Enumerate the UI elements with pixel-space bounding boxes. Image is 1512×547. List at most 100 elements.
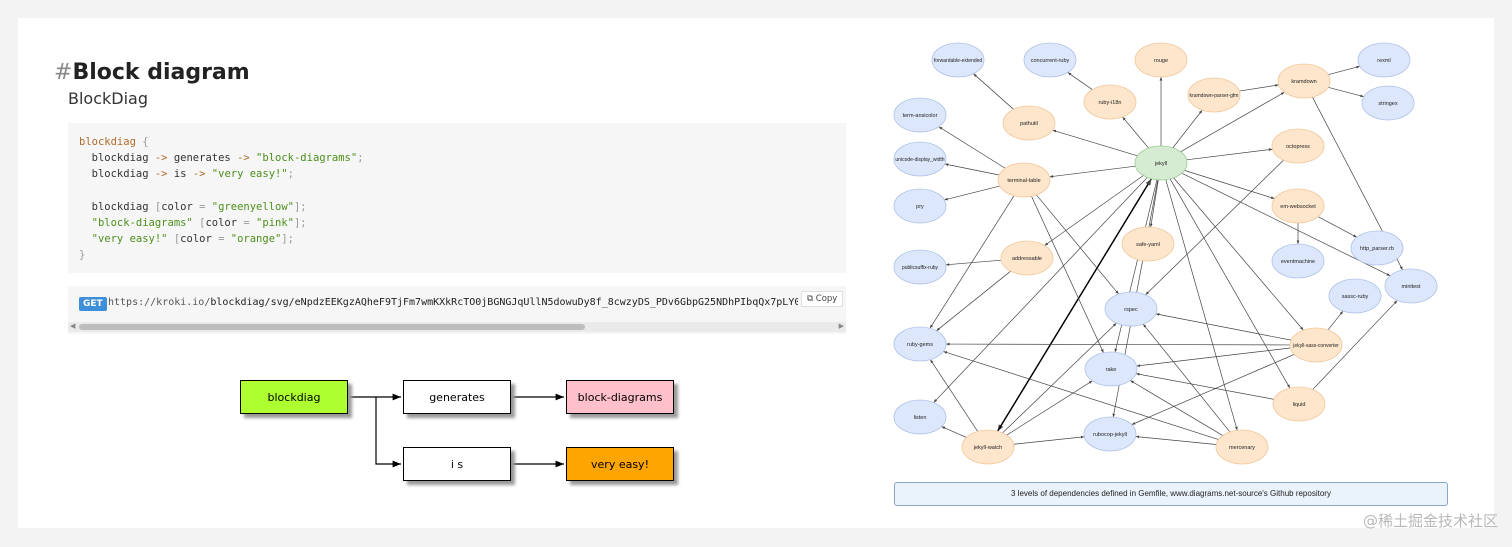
graph-caption: 3 levels of dependencies defined in Gemf… (894, 482, 1448, 506)
edge-jekyll-sass-converter-rake (1136, 347, 1291, 367)
edge-jekyll-mercenary (1165, 179, 1238, 431)
node-eventmachine (1271, 243, 1325, 279)
node-concurrent-ruby (1023, 42, 1077, 78)
code-token: blockdiag (79, 200, 155, 213)
edge-terminal-table-term-ansicolor (938, 126, 1006, 169)
node-label: jekyll-watch (973, 445, 1002, 451)
scrollbar-thumb[interactable] (79, 324, 585, 330)
node-label: minitest (1402, 284, 1421, 290)
edge-jekyll-listen (933, 177, 1148, 403)
edge-jekyll-rake (1114, 179, 1158, 353)
edge-addressable-ruby-gems (936, 270, 1011, 332)
edge-jekyll-watch-jekyll (997, 178, 1152, 432)
node-terminal-table (997, 162, 1051, 198)
node-listen (893, 399, 947, 435)
node-label: octopress (1286, 144, 1310, 150)
node-rspec (1104, 291, 1158, 327)
scroll-right-icon[interactable]: ▶ (838, 323, 844, 330)
block-block-diagrams: block-diagrams (566, 380, 674, 414)
code-line: "very easy!" [color = "orange"]; (79, 231, 846, 247)
edge-terminal-table-pry (944, 185, 1000, 201)
node-label: jekyll (1154, 161, 1167, 167)
block-blockdiag: blockdiag (240, 380, 348, 414)
edge-mercenary-rspec (1142, 323, 1231, 433)
edge-jekyll-sass-converter-rspec (1155, 313, 1292, 341)
code-block[interactable]: blockdiag { blockdiag -> generates -> "b… (68, 123, 846, 273)
code-token: blockdiag (79, 168, 155, 181)
edge-jekyll-safe-yaml (1149, 179, 1159, 228)
scroll-left-icon[interactable]: ◀ (70, 323, 76, 330)
edge-jekyll-kramdown-parser-gfm (1172, 109, 1203, 149)
edge-liquid-rake (1135, 372, 1275, 400)
node-unicode-display_width (893, 141, 947, 177)
edge-ruby-i18n-concurrent-ruby (1067, 72, 1093, 90)
code-token: = (243, 216, 257, 229)
node-label: unicode-display_width (895, 157, 944, 163)
block-generates: generates (403, 380, 511, 414)
node-label: liquid (1293, 402, 1306, 408)
code-token: ; (357, 152, 364, 165)
edge-jekyll-addressable (1044, 175, 1144, 246)
edge-jekyll-kramdown (1180, 91, 1285, 153)
node-kramdown-parser-gfm (1187, 77, 1241, 113)
edge-blockdiag-is (375, 397, 401, 468)
copy-icon: ⧉ (807, 294, 814, 304)
horizontal-scrollbar[interactable]: ◀ ▶ (68, 322, 846, 332)
node-label: safe-yaml (1136, 242, 1160, 248)
node-kramdown (1277, 63, 1331, 99)
code-line: blockdiag -> generates -> "block-diagram… (79, 150, 846, 166)
code-token: = (218, 233, 231, 246)
url-prefix: https://kroki.io/ (108, 297, 211, 308)
node-label: ruby-gems (907, 342, 933, 348)
node-addressable (1000, 240, 1054, 276)
edge-jekyll-minitest (1181, 172, 1391, 277)
edge-mercenary-rake (1130, 380, 1223, 436)
node-rake (1084, 351, 1138, 387)
node-term-ansicolor (893, 97, 947, 133)
node-label: mercenary (1229, 445, 1255, 451)
anchor-hash[interactable]: # (54, 60, 73, 85)
node-pry (893, 188, 947, 224)
edge-jekyll-sass-converter-sassc-ruby (1327, 310, 1344, 331)
edge-terminal-table-rake (1031, 196, 1104, 353)
edge-em-websocket-http_parser.rb (1318, 216, 1357, 238)
node-label: stringex (1378, 101, 1398, 107)
request-url[interactable]: https://kroki.io/blockdiag/svg/eNpdzEEKg… (108, 297, 798, 308)
edge-terminal-table-unicode-display_width (944, 163, 1000, 176)
block-is: i s (403, 447, 511, 481)
code-token: [ (173, 233, 181, 246)
edge-mercenary-ruby-gems (943, 351, 1219, 440)
node-label: pry (916, 204, 924, 210)
node-label: rubocop-jekyll (1093, 432, 1127, 438)
node-label: em-websocket (1280, 204, 1316, 210)
node-label: sassc-ruby (1342, 294, 1369, 300)
code-line: blockdiag [color = "greenyellow"]; (79, 199, 846, 215)
node-label: kramdown-parser-gfm (1190, 93, 1239, 99)
node-ruby-i18n (1083, 84, 1137, 120)
node-publicsuffix-ruby (893, 249, 947, 285)
edge-terminal-table-ruby-gems (929, 195, 1015, 329)
edge-addressable-publicsuffix-ruby (945, 259, 1002, 266)
node-label: terminal-table (1007, 178, 1040, 184)
code-token: ; (287, 168, 294, 181)
edge-jekyll-watch-ruby-gems (930, 359, 978, 432)
node-label: http_parser.rb (1360, 246, 1394, 252)
code-token: color (205, 216, 244, 229)
node-label: pathutil (1020, 121, 1038, 127)
edge-kramdown-stringex (1328, 86, 1364, 98)
node-jekyll (1134, 145, 1188, 181)
copy-button[interactable]: ⧉ Copy (801, 291, 844, 307)
edge-jekyll-sass-converter-ruby-gems (945, 342, 1291, 346)
node-label: ruby-i18n (1099, 100, 1122, 106)
code-token: "orange" (230, 233, 282, 246)
code-token: blockdiag (79, 152, 155, 165)
code-token: "block-diagrams" (256, 152, 358, 165)
node-jekyll-watch (961, 429, 1015, 465)
code-line: blockdiag -> is -> "very easy!"; (79, 166, 846, 182)
code-token: [ (154, 200, 162, 213)
code-token: is (167, 168, 193, 181)
edge-jekyll-terminal-table (1049, 165, 1136, 178)
code-token: { (135, 136, 149, 148)
edge-jekyll-em-websocket (1184, 170, 1275, 199)
